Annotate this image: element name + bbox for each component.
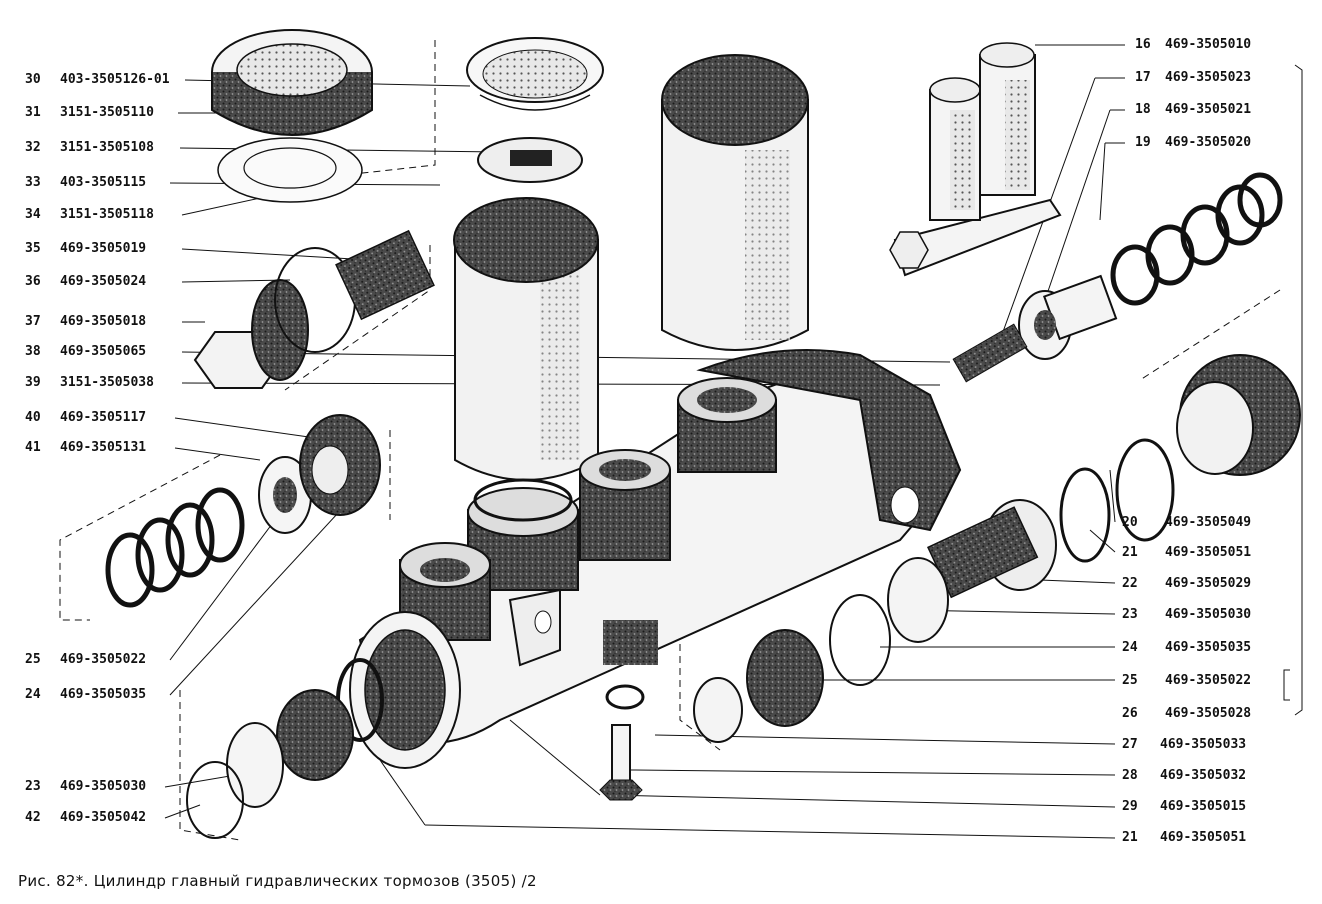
callout-part-number-right: 469-3505020 (1165, 135, 1252, 150)
figure-caption: Рис. 82*. Цилиндр главный гидравлических… (18, 872, 537, 890)
reservoir-cap-assembly (211, 29, 604, 203)
callout-number-left: 32 (25, 140, 41, 155)
callout-number-right: 17 (1135, 70, 1151, 85)
callout-number-right: 22 (1122, 576, 1138, 591)
right-piston-group (599, 172, 1301, 801)
callout-part-number-left: 469-3505117 (60, 410, 147, 425)
callout-part-number-right: 469-3505033 (1160, 737, 1247, 752)
callout-number-left: 36 (25, 274, 41, 289)
callout-number-right: 20 (1122, 515, 1138, 530)
callout-number-right: 21 (1122, 545, 1138, 560)
callout-part-number-left: 469-3505022 (60, 652, 147, 667)
callout-number-right: 16 (1135, 37, 1151, 52)
callout-number-left: 33 (25, 175, 41, 190)
callout-part-number-left: 3151-3505108 (60, 140, 154, 155)
callout-number-right: 21 (1122, 830, 1138, 845)
callout-part-number-left: 469-3505042 (60, 810, 147, 825)
callout-number-right: 26 (1122, 706, 1138, 721)
callout-part-number-right: 469-3505035 (1165, 640, 1252, 655)
callout-part-number-left: 469-3505018 (60, 314, 147, 329)
callout-number-left: 24 (25, 687, 41, 702)
callout-part-number-left: 3151-3505110 (60, 105, 154, 120)
callout-part-number-right: 469-3505051 (1165, 545, 1252, 560)
callout-part-number-left: 403-3505126-01 (60, 72, 170, 87)
callout-number-right: 23 (1122, 607, 1138, 622)
callout-part-number-left: 469-3505024 (60, 274, 147, 289)
callout-part-number-right: 469-3505023 (1165, 70, 1252, 85)
callout-number-left: 25 (25, 652, 41, 667)
callout-part-number-right: 469-3505049 (1165, 515, 1252, 530)
callout-part-number-left: 3151-3505038 (60, 375, 154, 390)
callout-number-right: 25 (1122, 673, 1138, 688)
callout-number-right: 28 (1122, 768, 1138, 783)
callout-part-number-right: 469-3505010 (1165, 37, 1252, 52)
callout-number-left: 23 (25, 779, 41, 794)
reservoirs (453, 54, 809, 481)
callout-part-number-left: 403-3505115 (60, 175, 147, 190)
callout-number-left: 34 (25, 207, 41, 222)
callout-part-number-left: 469-3505019 (60, 241, 147, 256)
callout-number-left: 38 (25, 344, 41, 359)
callout-number-left: 39 (25, 375, 41, 390)
callout-part-number-left: 469-3505030 (60, 779, 147, 794)
callout-number-left: 41 (25, 440, 41, 455)
leader-lines-right (379, 44, 1303, 839)
callout-number-right: 18 (1135, 102, 1151, 117)
callout-part-number-right: 469-3505015 (1160, 799, 1247, 814)
callout-part-number-left: 3151-3505118 (60, 207, 154, 222)
callout-part-number-right: 469-3505021 (1165, 102, 1252, 117)
callout-number-left: 42 (25, 810, 41, 825)
callout-part-number-right: 469-3505029 (1165, 576, 1252, 591)
master-cylinder-inset (889, 42, 1062, 277)
callout-part-number-left: 469-3505065 (60, 344, 147, 359)
callout-number-left: 30 (25, 72, 41, 87)
cylinder-body (349, 349, 962, 769)
left-fittings (105, 229, 435, 608)
callout-part-number-right: 469-3505032 (1160, 768, 1247, 783)
callout-number-right: 19 (1135, 135, 1151, 150)
callout-number-left: 37 (25, 314, 41, 329)
callout-number-left: 40 (25, 410, 41, 425)
callout-part-number-left: 469-3505035 (60, 687, 147, 702)
callout-number-left: 35 (25, 241, 41, 256)
callout-part-number-left: 469-3505131 (60, 440, 147, 455)
callout-number-right: 24 (1122, 640, 1138, 655)
callout-part-number-right: 469-3505051 (1160, 830, 1247, 845)
callout-number-left: 31 (25, 105, 41, 120)
callout-number-right: 27 (1122, 737, 1138, 752)
callout-part-number-right: 469-3505028 (1165, 706, 1252, 721)
callout-part-number-right: 469-3505022 (1165, 673, 1252, 688)
callout-number-right: 29 (1122, 799, 1138, 814)
callout-part-number-right: 469-3505030 (1165, 607, 1252, 622)
left-piston-group (186, 658, 384, 839)
